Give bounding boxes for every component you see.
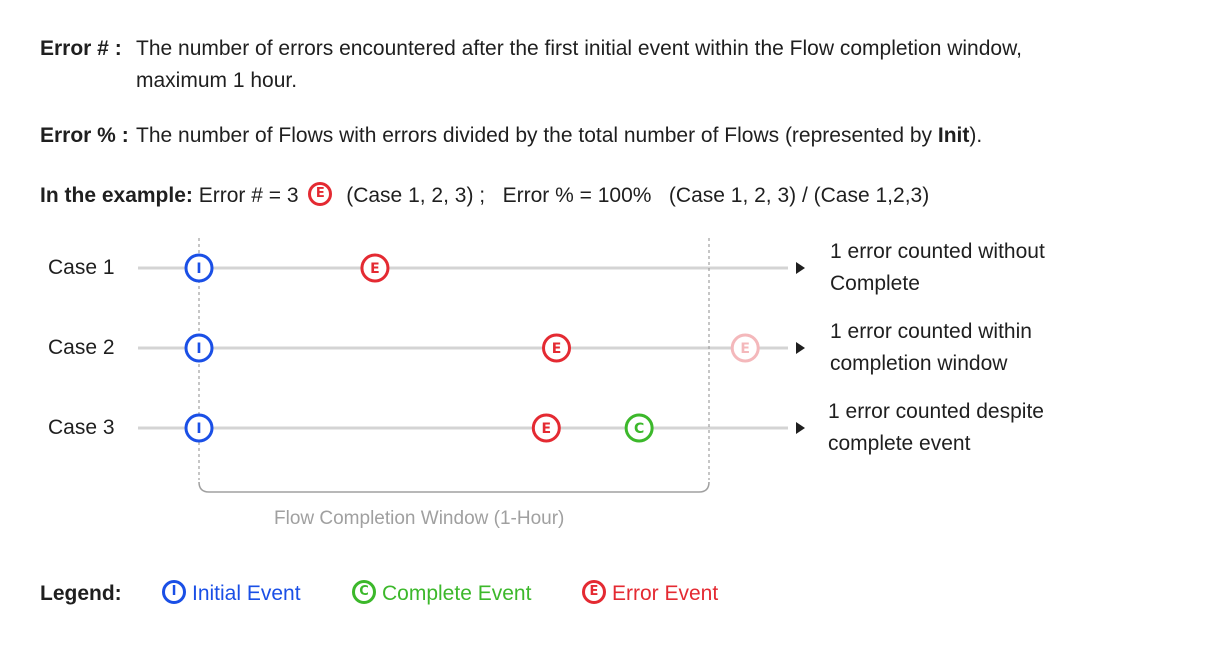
error-event-icon — [360, 253, 390, 283]
event-letter: E — [740, 341, 750, 357]
legend-complete-label: Complete Event — [382, 582, 532, 605]
legend-error-label: Error Event — [612, 582, 719, 605]
case-1-label: Case 1 — [48, 256, 115, 279]
error-pct-label: Error % : — [40, 124, 129, 147]
legend-item-error: E Error Event — [582, 579, 718, 609]
case-2-label: Case 2 — [48, 336, 115, 359]
event-letter: E — [370, 261, 380, 277]
complete-event-marker: C — [624, 413, 654, 443]
error-pct-text-before: The number of Flows with errors divided … — [136, 124, 938, 147]
initial-event-icon: I — [162, 580, 186, 605]
event-letter: I — [196, 261, 201, 277]
event-letter: I — [196, 341, 201, 357]
legend-label: Legend: — [40, 582, 122, 605]
complete-event-icon — [624, 413, 654, 443]
error-event-icon — [542, 333, 572, 363]
window-label: Flow Completion Window (1-Hour) — [274, 508, 565, 529]
event-letter: E — [542, 421, 552, 437]
example-cases: (Case 1, 2, 3) ; Error % = 100% (Case 1,… — [346, 184, 930, 207]
error-event-marker: E — [531, 413, 561, 443]
error-event-icon — [730, 333, 760, 363]
example-error-count: Error # = 3 — [198, 184, 299, 207]
arrow-head — [796, 262, 805, 274]
window-bracket — [198, 481, 710, 493]
complete-event-icon: C — [352, 580, 376, 605]
error-count-definition-line2: maximum 1 hour. — [136, 69, 298, 92]
error-pct-text-bold: Init — [937, 124, 970, 147]
legend-item-initial: I Initial Event — [162, 579, 301, 609]
error-event-marker: E — [730, 333, 760, 363]
example-line: In the example: Error # = 3 E (Case 1, 2… — [40, 181, 929, 211]
case-2-result: 1 error counted within completion window — [830, 320, 1032, 375]
case-3-label: Case 3 — [48, 416, 115, 439]
initial-event-icon — [184, 333, 214, 363]
initial-event-icon — [184, 413, 214, 443]
tracks-layer — [138, 262, 805, 434]
completion-window — [198, 238, 710, 493]
error-event-marker: E — [360, 253, 390, 283]
error-event-icon: E — [582, 580, 606, 605]
error-pct-text-after: ). — [969, 124, 983, 147]
events-layer: I E I E E I E C — [184, 253, 760, 443]
initial-event-marker: I — [184, 413, 214, 443]
error-count-label: Error # : — [40, 37, 122, 60]
error-count-definition-line1: The number of errors encountered after t… — [136, 37, 1022, 60]
initial-event-marker: I — [184, 333, 214, 363]
event-letter: E — [552, 341, 562, 357]
legend-item-complete: C Complete Event — [352, 579, 531, 609]
error-event-marker: E — [542, 333, 572, 363]
arrow-head — [796, 422, 805, 434]
legend-initial-label: Initial Event — [192, 582, 301, 605]
arrow-head — [796, 342, 805, 354]
error-event-icon — [531, 413, 561, 443]
example-label: In the example: — [40, 184, 193, 207]
event-letter: C — [634, 421, 644, 437]
error-icon: E — [308, 182, 333, 207]
initial-event-icon — [184, 253, 214, 283]
case-1-result: 1 error counted without Complete — [830, 240, 1045, 295]
initial-event-marker: I — [184, 253, 214, 283]
case-3-result: 1 error counted despite complete event — [828, 400, 1044, 455]
event-letter: I — [196, 421, 201, 437]
error-pct-definition: The number of Flows with errors divided … — [136, 121, 982, 151]
